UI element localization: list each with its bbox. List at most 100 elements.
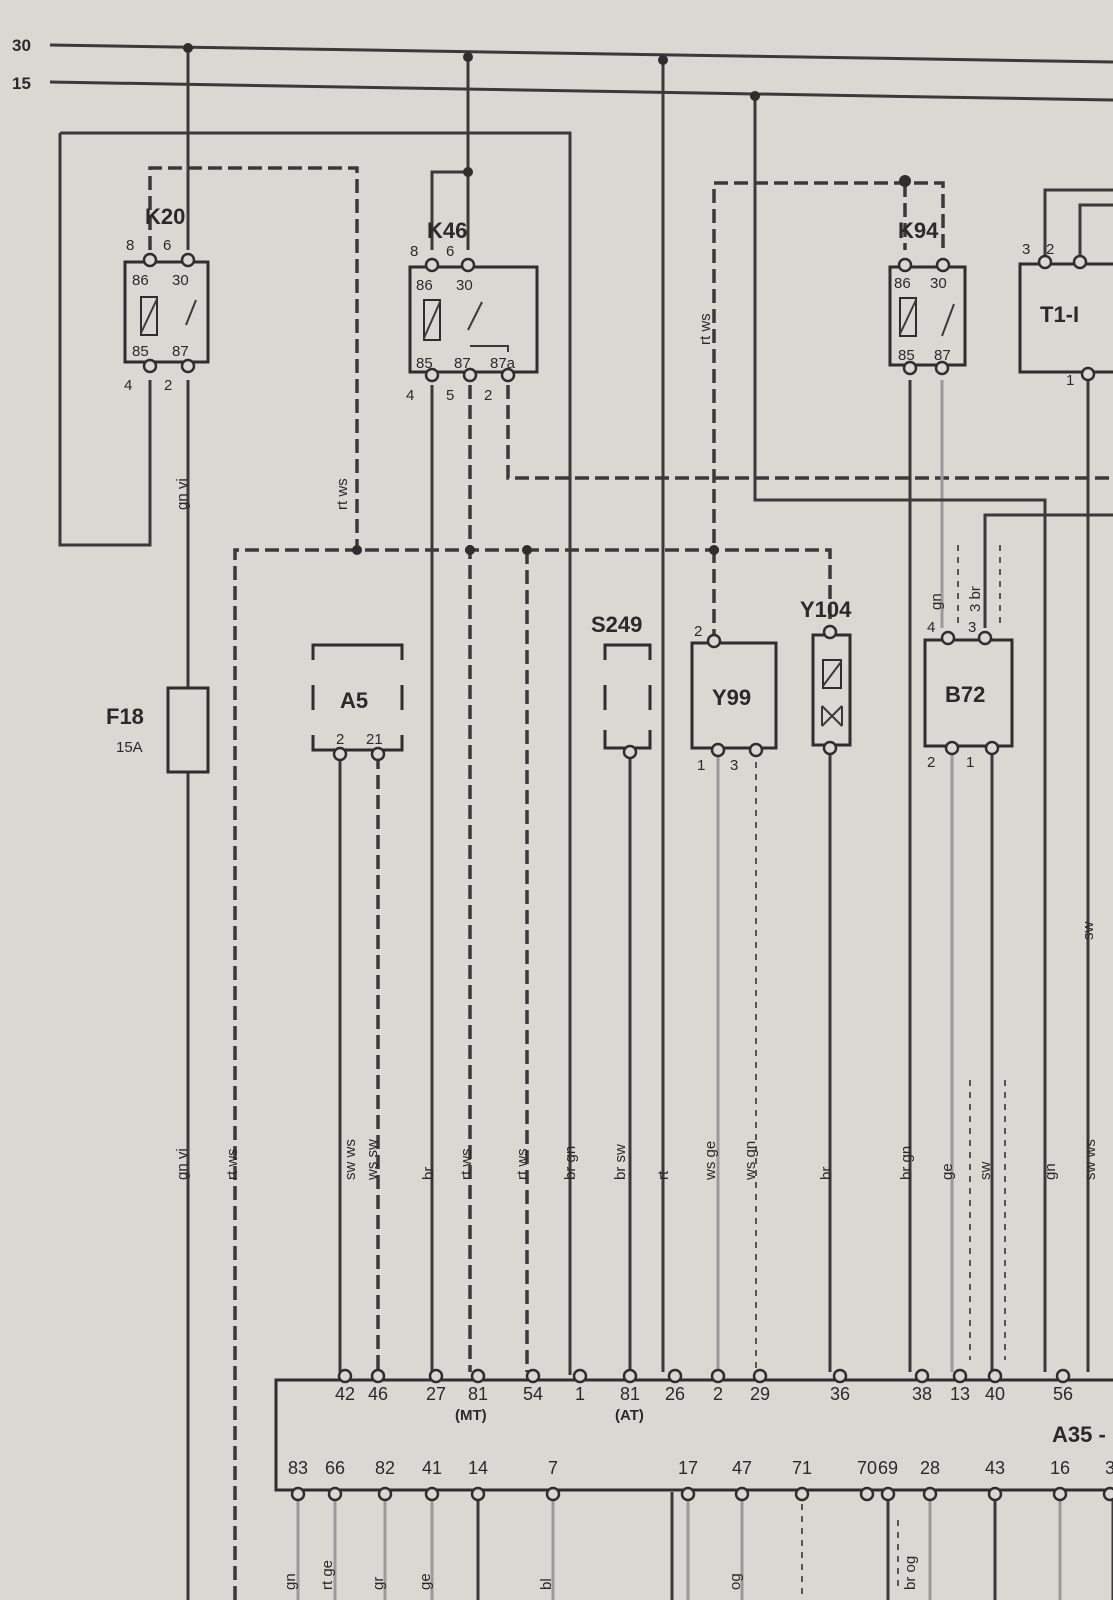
svg-text:1: 1: [966, 754, 974, 771]
a35-bottom-pin-label: 17: [678, 1458, 698, 1478]
svg-text:2: 2: [484, 387, 492, 404]
svg-text:S249: S249: [591, 612, 642, 637]
a35-top-pin-label: 27: [426, 1384, 446, 1404]
relay-k20: K20 8 6 86 30 85 87 4 2: [123, 204, 210, 394]
svg-text:K46: K46: [427, 218, 467, 243]
svg-text:85: 85: [898, 347, 915, 364]
wire-color-label: br: [818, 1167, 835, 1180]
wire-color-label: sw: [977, 1162, 994, 1181]
a35-bottom-terminal: [922, 1486, 938, 1502]
svg-text:2: 2: [694, 623, 702, 640]
svg-text:15A: 15A: [116, 739, 143, 756]
svg-text:87: 87: [454, 355, 471, 372]
a35-bottom-pin-label: 83: [288, 1458, 308, 1478]
svg-text:86: 86: [132, 272, 149, 289]
component-t1: T1-I 3 2 1: [1018, 241, 1113, 389]
a35-top-terminal: [337, 1368, 353, 1384]
svg-text:2: 2: [927, 754, 935, 771]
a35-top-pin-label: 2: [713, 1384, 723, 1404]
svg-text:A35 -: A35 -: [1052, 1422, 1106, 1447]
svg-text:85: 85: [416, 355, 433, 372]
wire-color-label: rt: [655, 1170, 672, 1180]
a35-top-pin-label: 54: [523, 1384, 543, 1404]
relay-switch-icon: [185, 299, 197, 326]
relay-k46: K46 8 6 86 30 85 87 87a 4 5 2: [406, 218, 539, 404]
svg-text:F18: F18: [106, 704, 144, 729]
valve-y99: Y99 2 1 3: [690, 623, 778, 774]
junction-dots: [183, 43, 911, 555]
svg-text:86: 86: [416, 277, 433, 294]
svg-text:A5: A5: [340, 688, 368, 713]
svg-text:85: 85: [132, 343, 149, 360]
relay-k94: K94 86 30 85 87: [888, 218, 967, 376]
a35-top-terminal: [987, 1368, 1003, 1384]
relay-coil-icon: [423, 299, 441, 341]
svg-text:K20: K20: [145, 204, 185, 229]
a35-top-terminal: [428, 1368, 444, 1384]
a35-bottom-terminal: [1102, 1486, 1113, 1502]
wire-color-label: ge: [939, 1163, 956, 1180]
svg-text:Y104: Y104: [800, 597, 852, 622]
a35-top-terminal: [952, 1368, 968, 1384]
svg-text:1: 1: [1066, 372, 1074, 389]
a35-top-pin-label: 42: [335, 1384, 355, 1404]
wire-color-label: sw ws: [1082, 1139, 1099, 1180]
svg-text:2: 2: [336, 731, 344, 748]
wire-color-label: ge: [417, 1573, 434, 1590]
svg-text:3: 3: [968, 619, 976, 636]
valve-y104: Y104: [800, 597, 852, 756]
svg-text:K94: K94: [898, 218, 939, 243]
wire-color-label: gn: [928, 593, 945, 610]
svg-text:21: 21: [366, 731, 383, 748]
svg-text:8: 8: [410, 243, 418, 260]
wire-color-label: br gn: [562, 1146, 579, 1180]
svg-text:87: 87: [934, 347, 951, 364]
svg-text:3: 3: [730, 757, 738, 774]
svg-text:86: 86: [894, 275, 911, 292]
wire-color-label: gn vi: [174, 1148, 191, 1180]
wire-color-label: gn: [1042, 1163, 1059, 1180]
wire-color-label: br sw: [612, 1144, 629, 1180]
a35-bottom-terminal: [987, 1486, 1003, 1502]
a35-top-terminal: [710, 1368, 726, 1384]
sensor-b72: B72 4 3 2 1: [923, 619, 1014, 771]
a35-bottom-pin-label: 82: [375, 1458, 395, 1478]
switch-s249: S249: [591, 612, 652, 760]
a35-top-pin-label: 1: [575, 1384, 585, 1404]
a35-top-terminal: [525, 1368, 541, 1384]
svg-text:4: 4: [124, 377, 132, 394]
svg-text:5: 5: [446, 387, 454, 404]
wire-color-label: ws sw: [364, 1139, 381, 1181]
relay-coil-icon: [899, 297, 917, 337]
svg-text:Y99: Y99: [712, 685, 751, 710]
a35-bottom-pin-label: 3: [1105, 1458, 1113, 1478]
wire-color-label: sw ws: [342, 1139, 359, 1180]
svg-text:2: 2: [1046, 241, 1054, 258]
a35-bottom-terminal: [470, 1486, 486, 1502]
a35-top-pin-label: 36: [830, 1384, 850, 1404]
wire-color-label: ws gn: [742, 1141, 759, 1181]
wire-color-label: 3 br: [967, 586, 984, 612]
svg-text:1: 1: [697, 757, 705, 774]
wire-color-label: sw: [1080, 922, 1097, 941]
wire-color-label: br gn: [898, 1146, 915, 1180]
a35-bottom-terminal: [880, 1486, 896, 1502]
a35-top-terminal: [470, 1368, 486, 1384]
svg-text:(MT): (MT): [455, 1407, 487, 1424]
wire-color-label: og: [727, 1573, 744, 1590]
a35-bottom-terminal: [545, 1486, 561, 1502]
rail-15-wire: [49, 80, 1113, 102]
solenoid-icon: [822, 659, 842, 689]
wire-color-label: bl: [538, 1578, 555, 1590]
a35-bottom-pin-label: 70: [857, 1458, 877, 1478]
a35-top-pin-label: 46: [368, 1384, 388, 1404]
component-a5: A5 2 21: [311, 643, 404, 762]
a35-top-pin-label: 29: [750, 1384, 770, 1404]
relay-switch-icon: [941, 303, 955, 337]
wire-color-label: gn vi: [174, 478, 191, 510]
svg-text:T1-I: T1-I: [1040, 302, 1079, 327]
a35-bottom-terminal: [794, 1486, 810, 1502]
wire-color-label: rt ge: [319, 1560, 336, 1590]
